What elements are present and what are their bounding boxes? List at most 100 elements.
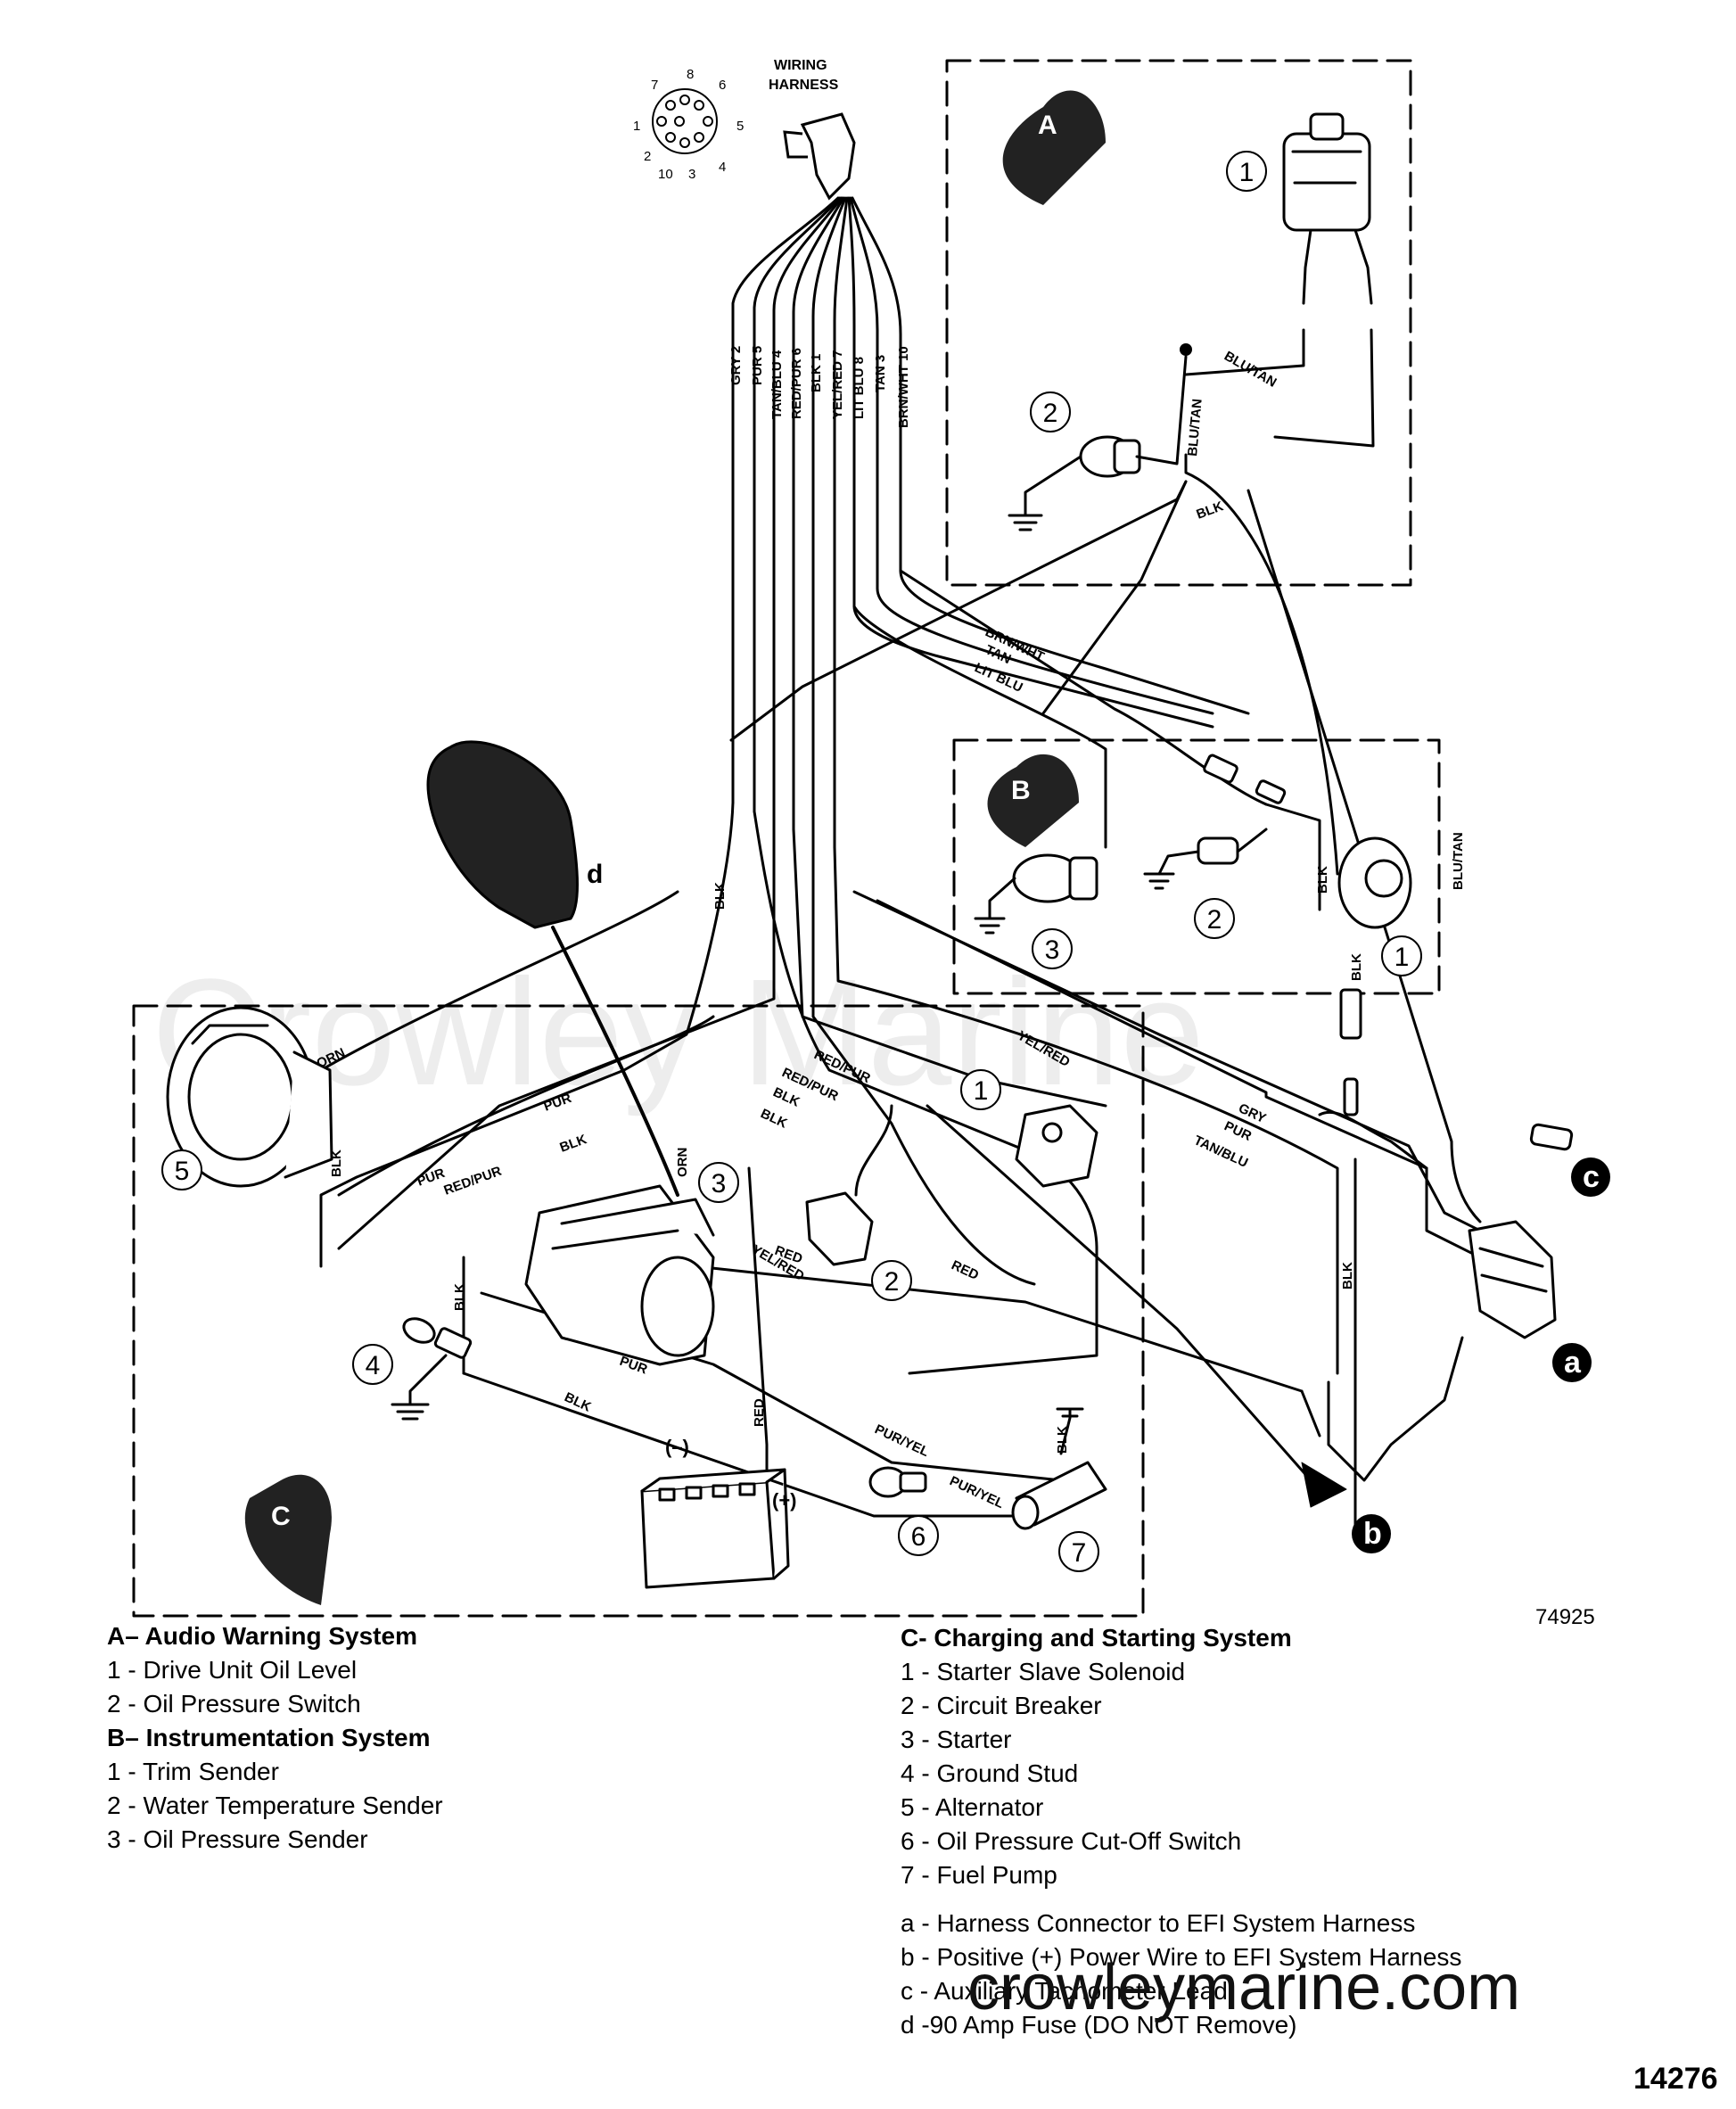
label-blk-c6: BLK bbox=[562, 1389, 593, 1415]
wire-runs bbox=[319, 453, 1518, 1536]
legend-right-item: 6 - Oil Pressure Cut-Off Switch bbox=[901, 1827, 1242, 1855]
legend-ref-item: a - Harness Connector to EFI System Harn… bbox=[901, 1909, 1416, 1937]
label-pur-1: PUR bbox=[542, 1091, 574, 1115]
label-blk-fuel: BLK bbox=[1055, 1426, 1070, 1454]
oil-pressure-sender-wire bbox=[988, 877, 1016, 920]
oil-level-wires bbox=[1184, 228, 1375, 448]
legend-right-item: 1 - Starter Slave Solenoid bbox=[901, 1658, 1186, 1685]
callout-c2-text: 2 bbox=[884, 1267, 900, 1297]
callout-a1-text: 1 bbox=[1239, 158, 1255, 187]
wire-label-tan3: TAN 3 bbox=[873, 355, 888, 392]
legend-ref-item: c - Auxiliary Tachometer Lead bbox=[901, 1977, 1228, 2005]
callout-b2-text: 2 bbox=[1207, 905, 1222, 935]
legend-right-item: C- Charging and Starting System bbox=[901, 1624, 1292, 1652]
legend-left-item: 3 - Oil Pressure Sender bbox=[107, 1825, 368, 1853]
battery-positive: (+) bbox=[772, 1489, 797, 1512]
legend-ref-item: b - Positive (+) Power Wire to EFI Syste… bbox=[901, 1943, 1462, 1971]
pin-label-10: 10 bbox=[658, 167, 673, 182]
wire-label-blk1: BLK 1 bbox=[809, 354, 824, 392]
battery bbox=[640, 1468, 790, 1589]
ground-stud-wire bbox=[408, 1354, 448, 1406]
arrow-b bbox=[1301, 1462, 1347, 1508]
callouts bbox=[161, 151, 1422, 1572]
system-a-box bbox=[945, 59, 1412, 587]
page-number: 14276 bbox=[1633, 2062, 1718, 2096]
callout-c5-text: 5 bbox=[175, 1157, 190, 1186]
label-blk-c2: BLK bbox=[770, 1084, 802, 1110]
reference-badges: c a b bbox=[1352, 1157, 1610, 1553]
ref-b-letter: b bbox=[1363, 1517, 1382, 1551]
wire-labels: BLU/TAN BLU/TAN BLK BRN/WHT TAN LIT BLU … bbox=[315, 349, 1466, 1512]
label-blk-b2: BLK bbox=[1349, 953, 1364, 981]
pin-label-1: 1 bbox=[633, 119, 640, 134]
label-blk-main: BLK bbox=[712, 882, 728, 910]
ref-a-letter: a bbox=[1564, 1346, 1582, 1380]
legend-refs: a - Harness Connector to EFI System Harn… bbox=[901, 1907, 1461, 2042]
wire-label-tanblu4: TAN/BLU 4 bbox=[769, 350, 785, 419]
label-blk-a: BLK bbox=[1195, 498, 1226, 523]
callout-c6-text: 6 bbox=[911, 1522, 926, 1552]
label-gry: GRY bbox=[1236, 1100, 1268, 1126]
harness-bundle bbox=[731, 196, 1250, 849]
fuse-lead bbox=[551, 926, 679, 1197]
callout-c7-text: 7 bbox=[1072, 1538, 1087, 1568]
system-b-box bbox=[952, 738, 1441, 995]
harness-title-2: HARNESS bbox=[769, 78, 839, 93]
fuse-letter-d: d bbox=[587, 860, 603, 889]
ground-symbol-b3 bbox=[974, 917, 1006, 935]
system-c-box bbox=[132, 1004, 1145, 1618]
battery-negative: (–) bbox=[665, 1436, 689, 1458]
legend-ref-item: d -90 Amp Fuse (DO NOT Remove) bbox=[901, 2011, 1297, 2039]
callout-c3-text: 3 bbox=[712, 1169, 727, 1199]
callout-c5 bbox=[161, 1149, 202, 1190]
harness-plug bbox=[783, 112, 856, 201]
callout-a2-text: 2 bbox=[1043, 399, 1058, 428]
trim-pump-reservoir bbox=[1282, 112, 1371, 232]
legend-right-item: 2 - Circuit Breaker bbox=[901, 1692, 1102, 1719]
harness-wire-labels: GRY 2 PUR 5 TAN/BLU 4 RED/PUR 6 BLK 1 YE… bbox=[728, 346, 911, 428]
alternator bbox=[166, 1006, 333, 1188]
callout-c1 bbox=[960, 1069, 1001, 1110]
wire-label-gry2: GRY 2 bbox=[728, 346, 744, 385]
label-blk-c4: BLK bbox=[1340, 1262, 1355, 1289]
callout-c1-text: 1 bbox=[974, 1076, 989, 1106]
legend-left-item: 2 - Water Temperature Sender bbox=[107, 1792, 443, 1819]
callout-c7 bbox=[1058, 1531, 1099, 1572]
inline-connectors bbox=[1203, 754, 1574, 1151]
ref-c-badge bbox=[1571, 1157, 1610, 1197]
trim-sender bbox=[1337, 836, 1412, 929]
oil-pressure-switch-a-wires bbox=[1024, 355, 1188, 517]
badge-system-c: C bbox=[244, 1474, 332, 1605]
label-blk-b1: BLK bbox=[1315, 866, 1330, 894]
fuel-pump bbox=[1011, 1461, 1107, 1530]
label-blk-c3: BLK bbox=[758, 1106, 789, 1132]
label-red-pur-1: RED/PUR bbox=[442, 1164, 504, 1199]
wire-label-yelred7: YEL/RED 7 bbox=[830, 350, 845, 419]
legend-left-item: B– Instrumentation System bbox=[107, 1724, 431, 1751]
wire-label-brnwht10: BRN/WHT 10 bbox=[896, 346, 911, 428]
legend-right-item: 7 - Fuel Pump bbox=[901, 1861, 1057, 1889]
figure-number: 74925 bbox=[1535, 1605, 1595, 1629]
ref-a-badge bbox=[1552, 1343, 1592, 1382]
system-b-letter: B bbox=[1011, 776, 1031, 805]
label-blk-alt: BLK bbox=[329, 1149, 344, 1177]
wire-label-redpur6: RED/PUR 6 bbox=[789, 348, 804, 419]
callout-b2 bbox=[1194, 898, 1235, 939]
label-blu-tan-2: BLU/TAN bbox=[1185, 398, 1205, 457]
pin-label-5: 5 bbox=[736, 119, 744, 134]
callout-b3 bbox=[1032, 928, 1073, 969]
harness-pinout: 8 7 6 1 5 2 4 10 3 bbox=[633, 67, 744, 182]
system-c-letter: C bbox=[271, 1502, 291, 1531]
wire-label-pur5: PUR 5 bbox=[750, 346, 765, 385]
legend-right-item: 4 - Ground Stud bbox=[901, 1759, 1079, 1787]
label-blk-c1: BLK bbox=[558, 1132, 589, 1156]
ground-symbol-c4 bbox=[391, 1403, 430, 1421]
harness-title-1: WIRING bbox=[774, 58, 827, 73]
callout-a1 bbox=[1226, 151, 1267, 192]
label-blu-tan-3: BLU/TAN bbox=[1451, 832, 1466, 890]
label-pur-yel-2: PUR/YEL bbox=[947, 1473, 1006, 1512]
pin-label-4: 4 bbox=[719, 160, 726, 175]
legend-right: C- Charging and Starting System 1 - Start… bbox=[901, 1621, 1292, 1892]
callout-numbers: 1 2 1 2 3 1 2 3 4 5 6 7 bbox=[175, 158, 1410, 1568]
